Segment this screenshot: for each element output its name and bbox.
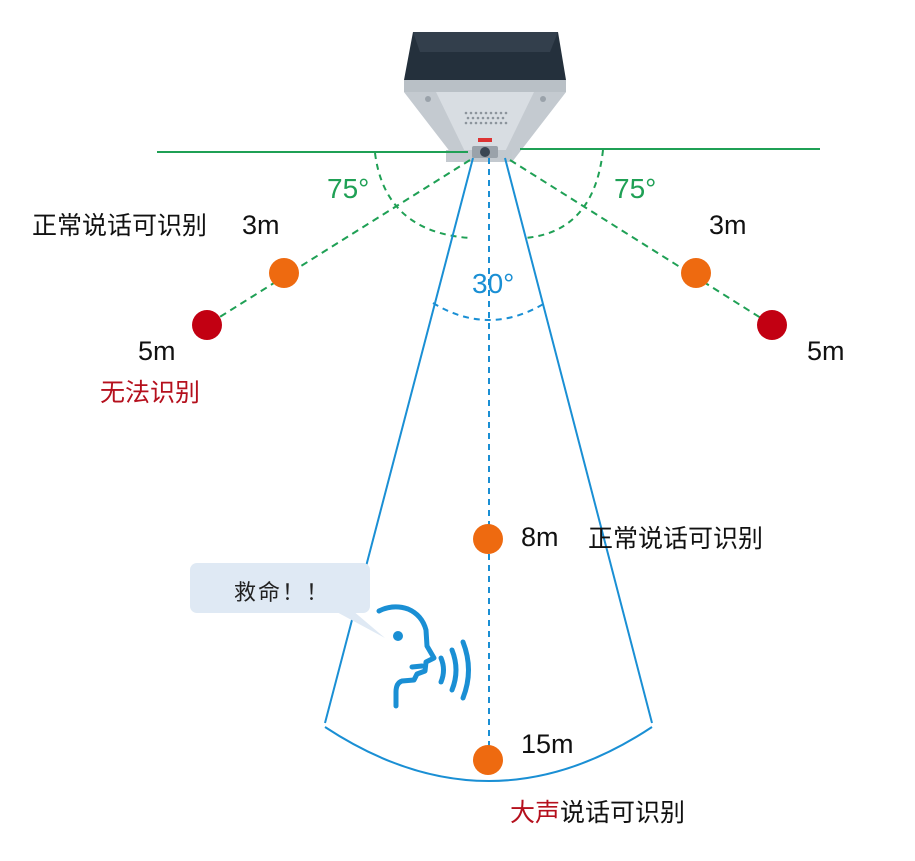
left-range-line xyxy=(206,159,471,326)
left-far-point xyxy=(192,310,222,340)
center-angle-label: 30° xyxy=(472,268,515,299)
center-far-point xyxy=(473,745,503,775)
left-near-point xyxy=(269,258,299,288)
center-mid-distance: 8m xyxy=(521,522,559,552)
right-far-point xyxy=(757,310,787,340)
cone-right-edge xyxy=(504,157,653,724)
right-angle-label: 75° xyxy=(614,173,657,204)
right-near-distance: 3m xyxy=(709,210,747,240)
cone-left-edge xyxy=(324,157,474,724)
center-mid-point xyxy=(473,524,503,554)
center-normal-label: 正常说话可识别 xyxy=(588,524,764,553)
loud-prefix: 大声 xyxy=(510,798,561,827)
left-normal-label: 正常说话可识别 xyxy=(32,211,208,240)
loud-speech-label: 大声说话可识别 xyxy=(510,800,685,825)
person-eye xyxy=(393,631,403,641)
speech-bubble: 救命！！ xyxy=(190,563,370,613)
left-angle-arc xyxy=(374,152,471,239)
loud-suffix: 说话可识别 xyxy=(560,798,686,827)
center-far-distance: 15m xyxy=(521,729,574,759)
left-near-distance: 3m xyxy=(242,210,280,240)
intercom-device-icon xyxy=(404,32,566,162)
left-far-distance: 5m xyxy=(138,336,176,366)
cone-base-arc xyxy=(324,726,653,782)
cannot-recognize-label: 无法识别 xyxy=(100,378,201,407)
speaking-person-icon xyxy=(376,604,471,709)
right-near-point xyxy=(681,258,711,288)
bubble-text: 救命！！ xyxy=(234,581,331,606)
center-angle-arc xyxy=(432,302,546,321)
bubble-tail xyxy=(333,610,385,638)
right-range-line xyxy=(509,159,773,326)
right-angle-arc xyxy=(524,149,604,239)
right-far-distance: 5m xyxy=(807,336,845,366)
left-angle-label: 75° xyxy=(327,173,370,204)
